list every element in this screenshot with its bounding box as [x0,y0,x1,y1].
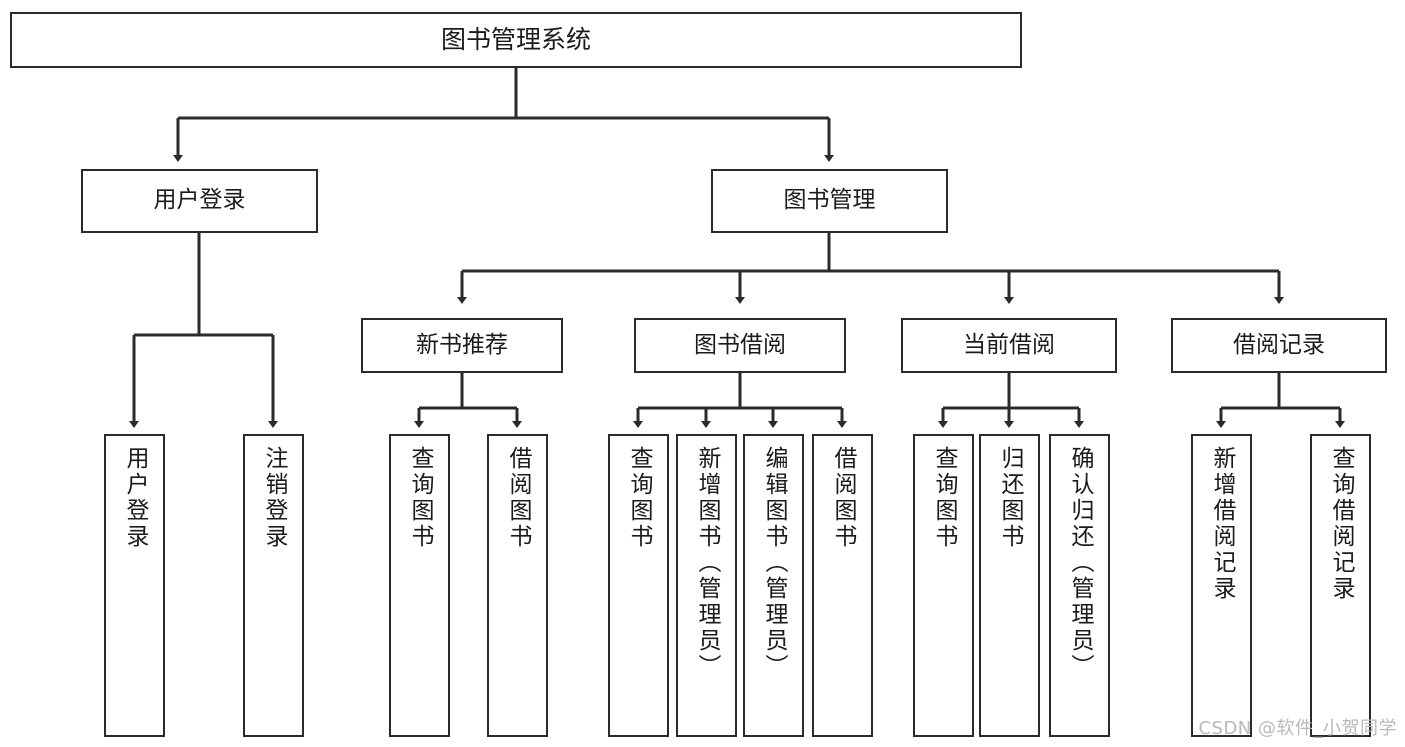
leaf-current-borrow-return[interactable]: 归还图书 [979,434,1040,737]
leaf-current-borrow-query-label: 查询图书 [931,446,957,550]
leaf-user-login-signin-label: 用户登录 [122,446,148,550]
node-book-borrow-label: 图书借阅 [694,331,786,358]
leaf-book-borrow-query-label: 查询图书 [626,446,652,550]
leaf-book-borrow-query[interactable]: 查询图书 [608,434,669,737]
node-root-label: 图书管理系统 [440,25,591,55]
node-current-borrow-label: 当前借阅 [963,331,1055,358]
node-new-book-recommend[interactable]: 新书推荐 [361,318,563,373]
leaf-borrow-record-query[interactable]: 查询借阅记录 [1310,434,1371,737]
leaf-book-borrow-edit-label: 编辑图书（管理员） [761,446,787,680]
leaf-book-borrow-add-label: 新增图书（管理员） [694,446,720,680]
node-book-borrow[interactable]: 图书借阅 [634,318,846,373]
leaf-current-borrow-return-label: 归还图书 [997,446,1023,550]
leaf-current-borrow-query[interactable]: 查询图书 [913,434,974,737]
leaf-book-borrow-add[interactable]: 新增图书（管理员） [676,434,737,737]
node-root[interactable]: 图书管理系统 [10,12,1022,68]
node-current-borrow[interactable]: 当前借阅 [901,318,1117,373]
node-borrow-record[interactable]: 借阅记录 [1171,318,1387,373]
leaf-current-borrow-confirm[interactable]: 确认归还（管理员） [1049,434,1110,737]
leaf-new-book-query[interactable]: 查询图书 [389,434,450,737]
node-new-book-recommend-label: 新书推荐 [416,331,508,358]
leaf-book-borrow-lend-label: 借阅图书 [830,446,856,550]
leaf-borrow-record-query-label: 查询借阅记录 [1328,446,1354,602]
leaf-new-book-borrow-label: 借阅图书 [505,446,531,550]
leaf-user-login-signin[interactable]: 用户登录 [104,434,165,737]
leaf-current-borrow-confirm-label: 确认归还（管理员） [1067,446,1093,680]
leaf-new-book-borrow[interactable]: 借阅图书 [487,434,548,737]
watermark: CSDN @软件_小贺同学 [1198,718,1397,739]
leaf-user-login-signout[interactable]: 注销登录 [243,434,304,737]
node-borrow-record-label: 借阅记录 [1233,331,1325,358]
leaf-borrow-record-add-label: 新增借阅记录 [1209,446,1235,602]
node-user-login[interactable]: 用户登录 [81,169,318,233]
leaf-user-login-signout-label: 注销登录 [261,446,287,550]
leaf-borrow-record-add[interactable]: 新增借阅记录 [1191,434,1252,737]
node-book-management[interactable]: 图书管理 [711,169,948,233]
leaf-book-borrow-lend[interactable]: 借阅图书 [812,434,873,737]
leaf-new-book-query-label: 查询图书 [407,446,433,550]
node-book-management-label: 图书管理 [783,187,876,214]
node-user-login-label: 用户登录 [153,187,246,214]
leaf-book-borrow-edit[interactable]: 编辑图书（管理员） [743,434,804,737]
